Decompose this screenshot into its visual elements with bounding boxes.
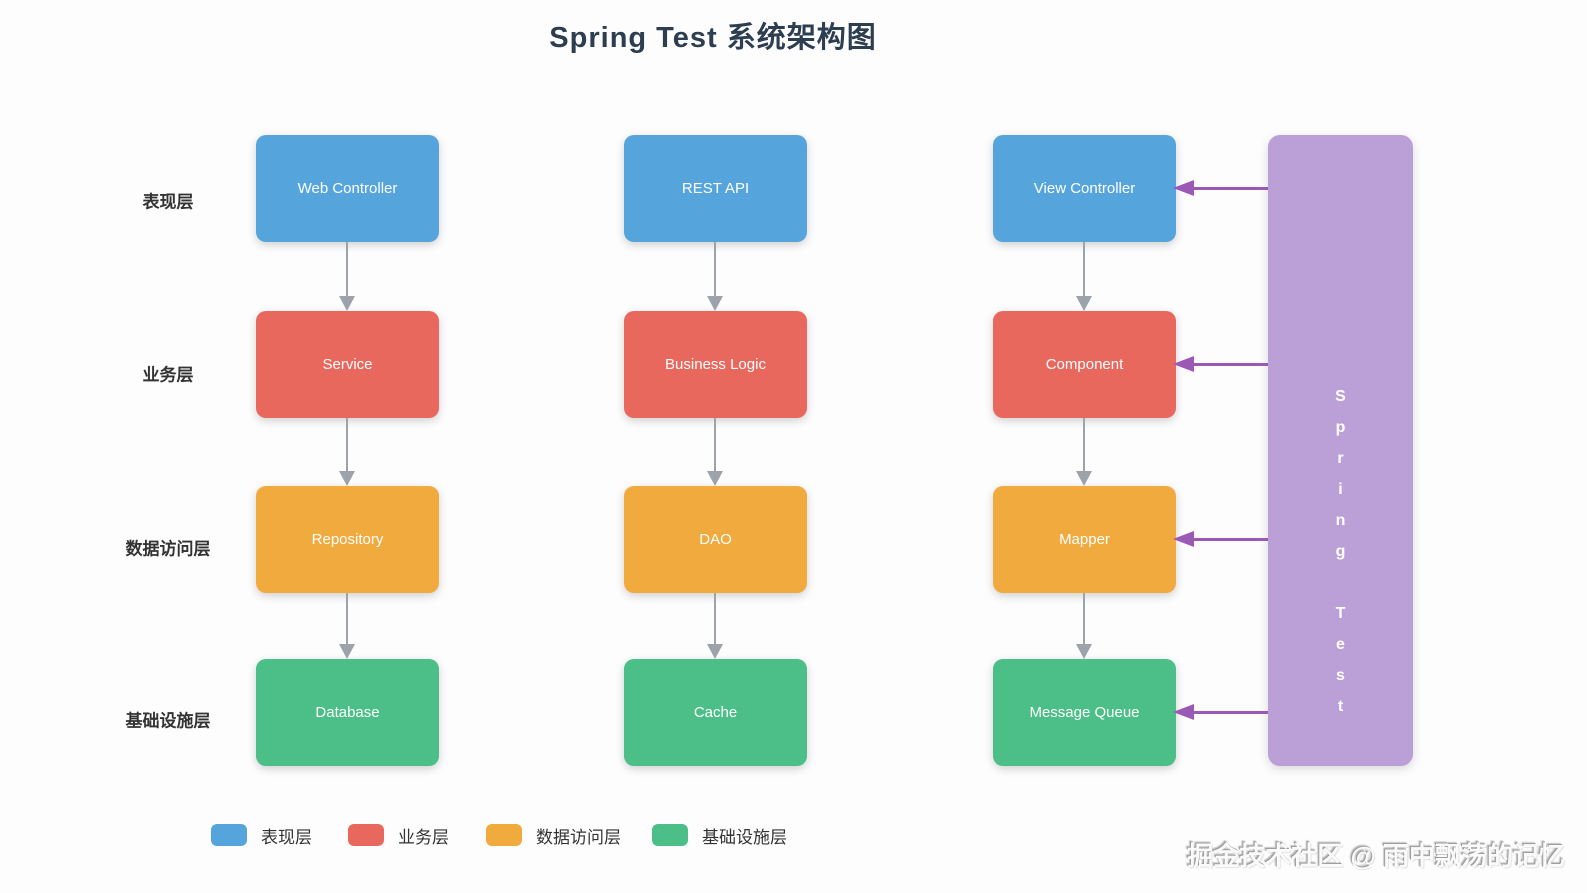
- down-arrow: [1076, 418, 1092, 486]
- arrow-line: [346, 242, 348, 297]
- arrow-line: [1189, 362, 1268, 366]
- node-mapper[interactable]: Mapper: [993, 486, 1176, 593]
- page-title: Spring Test 系统架构图: [549, 22, 877, 54]
- spring-test-arrow: [1173, 356, 1268, 372]
- arrow-down-icon: [707, 471, 723, 486]
- node-rest-api[interactable]: REST API: [624, 135, 807, 242]
- legend-swatch-presentation: [211, 824, 247, 846]
- legend-item-business[interactable]: 业务层: [348, 824, 449, 847]
- arrow-line: [346, 593, 348, 645]
- spring-test-arrow: [1173, 704, 1268, 720]
- legend-item-presentation[interactable]: 表现层: [211, 824, 312, 847]
- legend-label: 表现层: [261, 827, 312, 847]
- arrow-line: [714, 593, 716, 645]
- watermark: 掘金技术社区 @ 雨中飘荡的记忆: [1187, 841, 1565, 871]
- arrow-line: [1083, 418, 1085, 472]
- legend-label: 业务层: [398, 827, 449, 847]
- legend-item-data-access[interactable]: 数据访问层: [486, 824, 621, 847]
- spring-test-arrow: [1173, 531, 1268, 547]
- node-message-queue[interactable]: Message Queue: [993, 659, 1176, 766]
- node-component[interactable]: Component: [993, 311, 1176, 418]
- down-arrow: [1076, 593, 1092, 659]
- down-arrow: [707, 242, 723, 311]
- node-repository[interactable]: Repository: [256, 486, 439, 593]
- arrow-left-icon: [1173, 356, 1194, 372]
- legend-item-infrastructure[interactable]: 基础设施层: [652, 824, 787, 847]
- arrow-line: [1083, 593, 1085, 645]
- legend-label: 基础设施层: [702, 827, 787, 847]
- arrow-line: [714, 418, 716, 472]
- arrow-line: [1189, 710, 1268, 714]
- arrow-down-icon: [339, 644, 355, 659]
- node-web-controller[interactable]: Web Controller: [256, 135, 439, 242]
- legend-label: 数据访问层: [536, 827, 621, 847]
- node-business-logic[interactable]: Business Logic: [624, 311, 807, 418]
- arrow-line: [714, 242, 716, 297]
- layer-label-data-access: 数据访问层: [125, 539, 211, 559]
- down-arrow: [339, 418, 355, 486]
- down-arrow: [707, 418, 723, 486]
- arrow-line: [1189, 537, 1268, 541]
- layer-label-business: 业务层: [142, 365, 194, 385]
- node-view-controller[interactable]: View Controller: [993, 135, 1176, 242]
- down-arrow: [339, 593, 355, 659]
- down-arrow: [1076, 242, 1092, 311]
- legend-swatch-data-access: [486, 824, 522, 846]
- legend: 表现层 业务层 数据访问层 基础设施层: [0, 824, 1587, 848]
- arrow-down-icon: [1076, 471, 1092, 486]
- node-service[interactable]: Service: [256, 311, 439, 418]
- arrow-down-icon: [707, 644, 723, 659]
- node-dao[interactable]: DAO: [624, 486, 807, 593]
- down-arrow: [339, 242, 355, 311]
- layer-label-presentation: 表现层: [142, 192, 194, 212]
- arrow-down-icon: [339, 471, 355, 486]
- spring-test-box[interactable]: S p r i n g T e s t: [1268, 135, 1413, 766]
- node-database[interactable]: Database: [256, 659, 439, 766]
- arrow-down-icon: [339, 296, 355, 311]
- arrow-left-icon: [1173, 180, 1194, 196]
- arrow-down-icon: [1076, 644, 1092, 659]
- node-cache[interactable]: Cache: [624, 659, 807, 766]
- legend-swatch-infrastructure: [652, 824, 688, 846]
- arrow-line: [1189, 186, 1268, 190]
- arrow-left-icon: [1173, 704, 1194, 720]
- arrow-line: [1083, 242, 1085, 297]
- legend-swatch-business: [348, 824, 384, 846]
- arrow-down-icon: [707, 296, 723, 311]
- down-arrow: [707, 593, 723, 659]
- arrow-down-icon: [1076, 296, 1092, 311]
- spring-test-vertical-label: S p r i n g T e s t: [1335, 388, 1346, 715]
- spring-test-arrow: [1173, 180, 1268, 196]
- arrow-left-icon: [1173, 531, 1194, 547]
- layer-label-infrastructure: 基础设施层: [125, 711, 211, 731]
- arrow-line: [346, 418, 348, 472]
